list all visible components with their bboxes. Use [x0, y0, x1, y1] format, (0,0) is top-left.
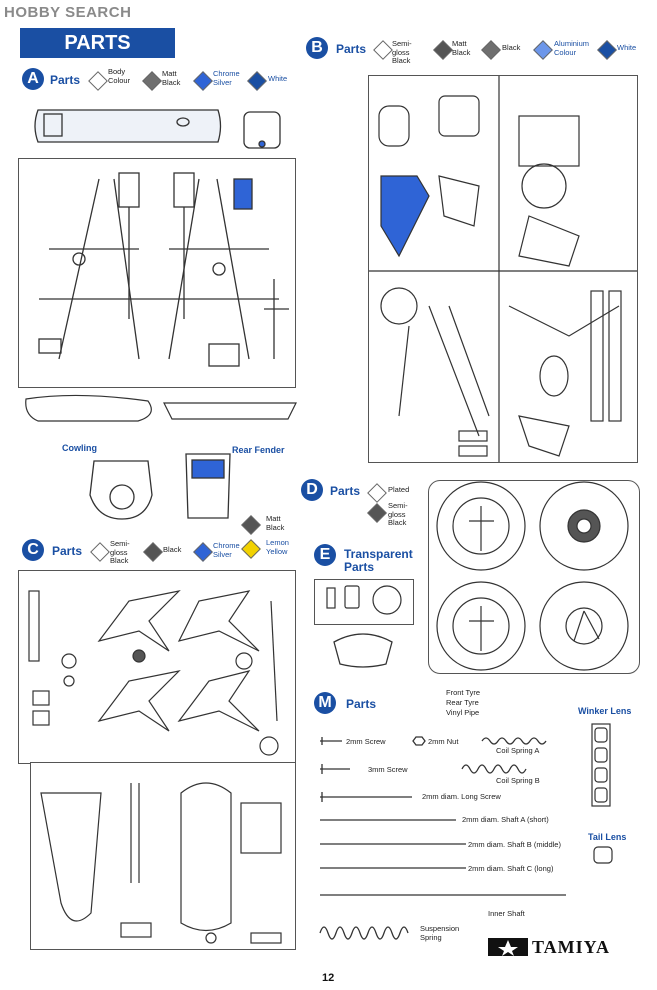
swatch-icon — [367, 503, 387, 523]
legend-b-4: White — [617, 43, 637, 52]
m-front-tyre: Front Tyre — [446, 688, 481, 697]
m-item-2mm-nut: 2mm Nut — [428, 737, 459, 746]
sprue-c-parts — [28, 590, 279, 756]
sprue-a-top-parts — [34, 109, 281, 149]
swatch-icon — [142, 71, 162, 91]
swatch-icon — [373, 40, 393, 60]
legend-c-1: Black — [163, 545, 182, 554]
section-c-badge: C — [22, 539, 44, 561]
swatch-icon — [241, 515, 261, 535]
swatch-icon — [367, 483, 387, 503]
page-number: 12 — [322, 972, 335, 984]
cowling-part — [89, 460, 153, 520]
legend-c-2: Chrome Silver — [213, 541, 240, 559]
legend-a-0: Body Colour — [108, 67, 131, 85]
section-e-badge: E — [314, 544, 336, 566]
section-d-label: Parts — [330, 484, 361, 498]
caption-tail-lens: Tail Lens — [588, 832, 627, 842]
swatch-icon — [88, 71, 108, 91]
legend-b-0: Semi-gloss Black — [392, 39, 412, 65]
sprue-b-parts — [369, 76, 637, 462]
rear-fender-part — [185, 453, 231, 519]
legend-a-2: Chrome Silver — [213, 69, 240, 87]
sprue-frame-a — [18, 158, 296, 388]
m-item-shaft-b: 2mm diam. Shaft B (middle) — [468, 840, 561, 849]
swatch-icon — [247, 71, 267, 91]
m-item-coil-spring-a: Coil Spring A — [496, 746, 540, 755]
section-m-label: Parts — [346, 697, 377, 711]
tamiya-star-icon — [488, 938, 528, 956]
sprue-frame-c — [18, 570, 296, 764]
swatch-icon — [597, 40, 617, 60]
transparent-lens-part — [333, 633, 393, 668]
swatch-icon — [193, 542, 213, 562]
section-b-badge: B — [306, 37, 328, 59]
caption-rear-fender: Rear Fender — [232, 445, 285, 455]
sprue-d-wheels — [436, 481, 629, 671]
m-item-long-screw: 2mm diam. Long Screw — [422, 792, 501, 801]
m-item-suspension-spring: Suspension Spring — [420, 924, 460, 942]
watermark: HOBBY SEARCH — [4, 4, 132, 21]
winker-lens-part — [591, 723, 611, 807]
swatch-icon — [533, 40, 553, 60]
sprue-frame-c-lower — [30, 762, 296, 950]
caption-cowling: Cowling — [62, 443, 97, 453]
sprue-frame-d — [428, 480, 640, 674]
section-c-label: Parts — [52, 544, 83, 558]
legend-extra-1: Lemon Yellow — [266, 538, 289, 556]
tail-lens-part — [593, 846, 613, 864]
m-item-inner-shaft: Inner Shaft — [488, 909, 525, 918]
m-vinyl-pipe: Vinyl Pipe — [446, 708, 480, 717]
sprue-frame-b — [368, 75, 638, 463]
sprue-frame-e — [314, 579, 414, 625]
swatch-icon — [481, 40, 501, 60]
legend-b-2: Black — [502, 43, 521, 52]
section-d-badge: D — [301, 479, 323, 501]
caption-winker-lens: Winker Lens — [578, 706, 632, 716]
m-item-3mm-screw: 3mm Screw — [368, 765, 408, 774]
brand-logo: TAMIYA — [532, 937, 611, 957]
section-e-label: Transparent Parts — [344, 547, 413, 574]
section-a-label: Parts — [50, 73, 81, 87]
legend-a-3: White — [268, 74, 288, 83]
rear-fender-strip — [163, 402, 297, 420]
m-item-2mm-screw: 2mm Screw — [346, 737, 386, 746]
section-a-badge: A — [22, 68, 44, 90]
legend-extra-0: Matt Black — [266, 514, 285, 532]
m-item-shaft-a: 2mm diam. Shaft A (short) — [462, 815, 549, 824]
legend-d-1: Semi-gloss Black — [388, 501, 408, 527]
sprue-e-parts — [326, 585, 402, 615]
legend-a-1: Matt Black — [162, 69, 181, 87]
section-b-label: Parts — [336, 42, 367, 56]
page-title: PARTS — [20, 28, 175, 58]
sprue-a-parts — [38, 172, 289, 367]
legend-c-0: Semi-gloss Black — [110, 539, 130, 565]
section-m-badge: M — [314, 692, 336, 714]
hardware-parts — [319, 736, 566, 940]
swatch-icon — [90, 542, 110, 562]
swatch-icon — [143, 542, 163, 562]
swatch-icon — [193, 71, 213, 91]
m-item-coil-spring-b: Coil Spring B — [496, 776, 540, 785]
sprue-c-lower-parts — [40, 782, 282, 944]
swatch-icon — [433, 40, 453, 60]
legend-b-1: Matt Black — [452, 39, 471, 57]
legend-d-0: Plated — [388, 485, 410, 494]
sprue-a-lower-parts — [25, 394, 152, 422]
legend-b-3: Aluminium Colour — [554, 39, 590, 57]
m-item-shaft-c: 2mm diam. Shaft C (long) — [468, 864, 554, 873]
m-rear-tyre: Rear Tyre — [446, 698, 479, 707]
